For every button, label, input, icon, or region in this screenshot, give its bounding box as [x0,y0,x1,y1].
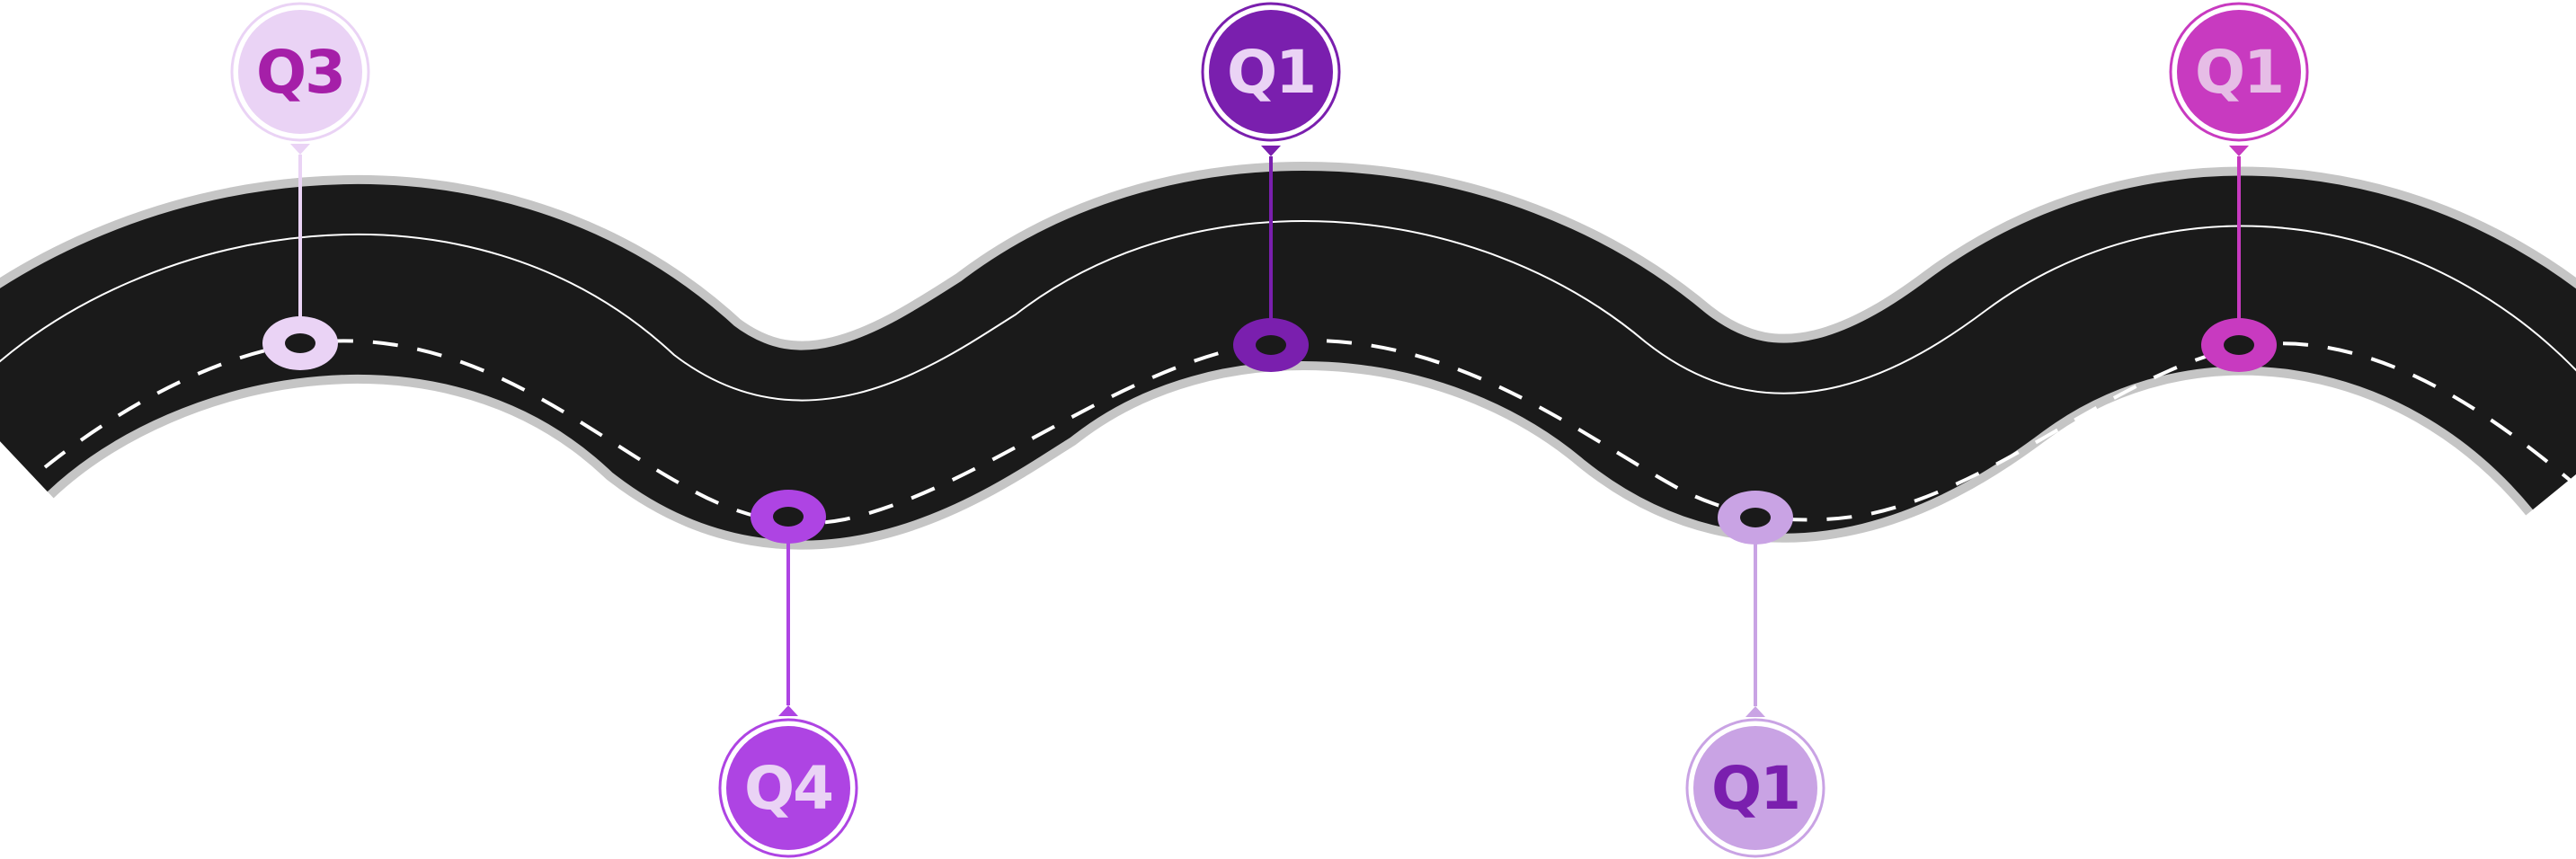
milestone-pin-q1-second: Q1 [1685,491,1825,858]
milestone-pin-q1-first: Q1 [1201,2,1341,372]
pin-pointer [290,144,310,155]
pin-outer-ring [1201,2,1341,142]
pin-label: Q1 [1711,754,1799,823]
pin-badge [1209,10,1333,134]
pin-badge [726,726,850,850]
pin-outer-ring [2169,2,2309,142]
pin-pointer [1261,146,1281,156]
pin-pointer [778,705,798,716]
road-center-dashed-line [43,339,2572,526]
milestone-pin-q3: Q3 [230,2,370,370]
pin-outer-ring [230,2,370,142]
pin-label: Q1 [1227,38,1315,107]
road [0,171,2576,541]
pin-badge [2177,10,2301,134]
pin-outer-ring [718,718,858,858]
pin-badge [1693,726,1817,850]
milestone-pin-q4: Q4 [718,490,858,858]
road-marker-hole [773,507,804,527]
pin-badge [238,10,362,134]
road-edge-line-bottom [0,445,2576,626]
milestone-pin-q1-third: Q1 [2169,2,2309,372]
pin-label: Q4 [744,754,832,823]
pin-outer-ring [1685,718,1825,858]
pin-label: Q1 [2195,38,2283,107]
road-marker-hole [1740,508,1771,527]
pin-pointer [2229,146,2249,156]
pin-label: Q3 [256,38,344,107]
road-edge-line-top [0,220,2576,402]
road-marker-hole [285,333,315,353]
pin-pointer [1745,706,1765,717]
road-marker-hole [2224,335,2254,355]
road-marker-hole [1256,335,1286,355]
